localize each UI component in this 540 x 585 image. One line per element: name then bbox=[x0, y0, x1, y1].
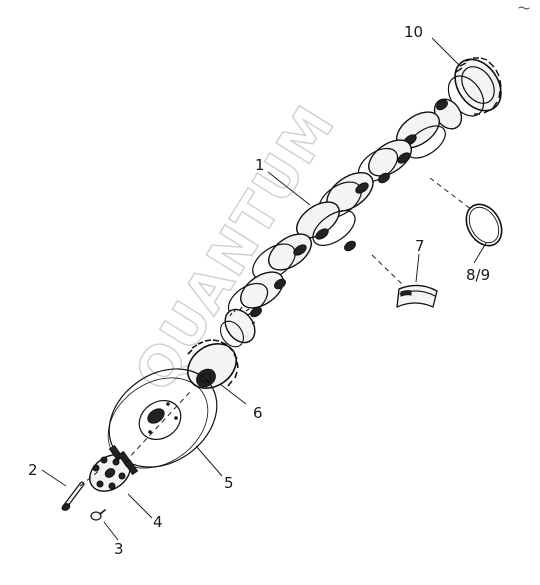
hub-with-bolts bbox=[89, 444, 139, 492]
callout-2: 2 bbox=[28, 461, 38, 479]
callout-8-9: 8/9 bbox=[466, 266, 490, 284]
callout-4: 4 bbox=[153, 513, 163, 531]
leader-lines bbox=[41, 37, 487, 541]
crankshaft bbox=[219, 98, 463, 348]
crank-throw-4 bbox=[296, 201, 356, 252]
crank-throw-1 bbox=[396, 111, 446, 159]
long-bolt bbox=[61, 481, 85, 511]
front-gear bbox=[187, 339, 239, 389]
crank-throw-5 bbox=[252, 233, 312, 281]
callout-6: 6 bbox=[253, 404, 263, 422]
callout-7: 7 bbox=[415, 237, 425, 255]
thrust-washer bbox=[465, 203, 503, 247]
crank-nose bbox=[219, 306, 256, 348]
callout-5: 5 bbox=[224, 474, 234, 492]
bearing-sleeve bbox=[396, 284, 438, 308]
crank-throw-2 bbox=[357, 139, 412, 184]
corner-mark bbox=[518, 6, 530, 10]
callout-3: 3 bbox=[114, 540, 124, 558]
small-screw bbox=[90, 509, 106, 521]
callout-10: 10 bbox=[404, 23, 423, 41]
rear-gear bbox=[447, 57, 502, 117]
assembly-lines bbox=[79, 177, 473, 487]
callout-1: 1 bbox=[255, 156, 265, 174]
